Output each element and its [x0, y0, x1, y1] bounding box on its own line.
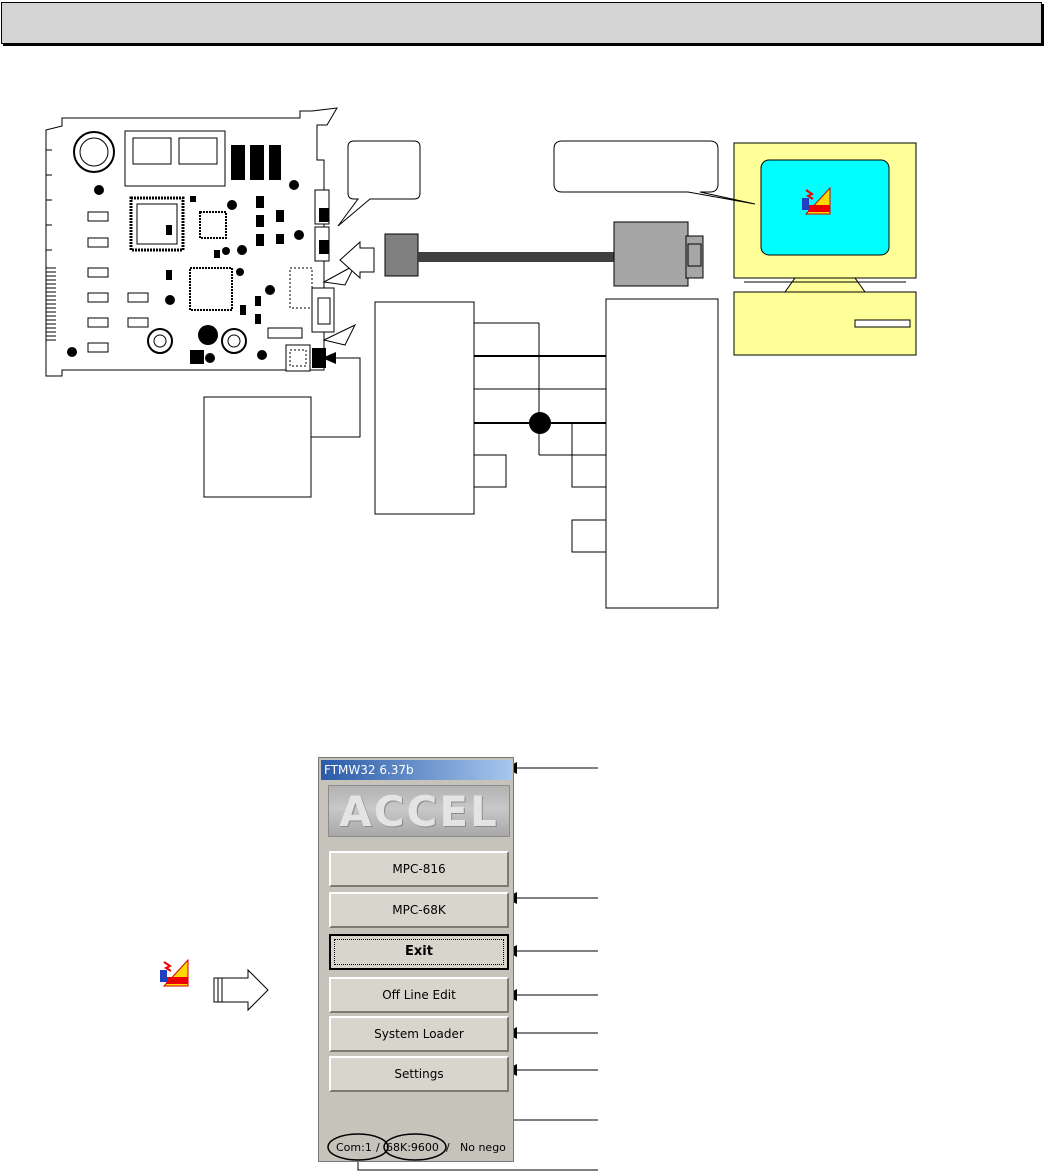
mpc-68k-button[interactable]: MPC-68K	[329, 892, 509, 928]
power-unit-box	[203, 396, 312, 498]
ftmw-window: FTMW32 6.37b ACCEL MPC-816 MPC-68K Exit …	[318, 757, 514, 1162]
status-highlights	[327, 1133, 447, 1161]
accel-logo: ACCEL	[328, 785, 510, 837]
status-port: Com:1	[336, 1141, 372, 1154]
status-baud: 68K:9600	[386, 1141, 439, 1154]
edge-connector	[46, 267, 56, 341]
mpc-816-button[interactable]: MPC-816	[329, 851, 509, 887]
status-separator: /	[446, 1141, 450, 1154]
system-loader-button[interactable]: System Loader	[329, 1016, 509, 1052]
terminal-block-left	[374, 301, 606, 515]
serial-cable	[384, 221, 704, 287]
terminal-block-right	[571, 298, 719, 609]
status-separator: /	[376, 1141, 380, 1154]
exit-button[interactable]: Exit	[329, 934, 509, 970]
power-arrow-icon	[322, 352, 336, 364]
header-bar	[1, 2, 1042, 44]
desktop-callout	[553, 140, 756, 205]
status-nego: No nego	[460, 1141, 506, 1154]
ftmw-app-icon[interactable]	[158, 958, 190, 988]
settings-button[interactable]: Settings	[329, 1056, 509, 1092]
circuit-board	[45, 107, 357, 377]
offline-edit-button[interactable]: Off Line Edit	[329, 977, 509, 1013]
window-title-bar[interactable]: FTMW32 6.37b	[321, 760, 511, 780]
ftmw-app-icon	[802, 186, 831, 215]
insert-arrow-icon	[339, 240, 375, 280]
arrow-right-icon	[213, 968, 269, 1012]
status-bar: Com:1 / 68K:9600 / No nego	[322, 1137, 510, 1159]
connector-callout	[337, 140, 421, 227]
personal-computer	[733, 142, 917, 356]
